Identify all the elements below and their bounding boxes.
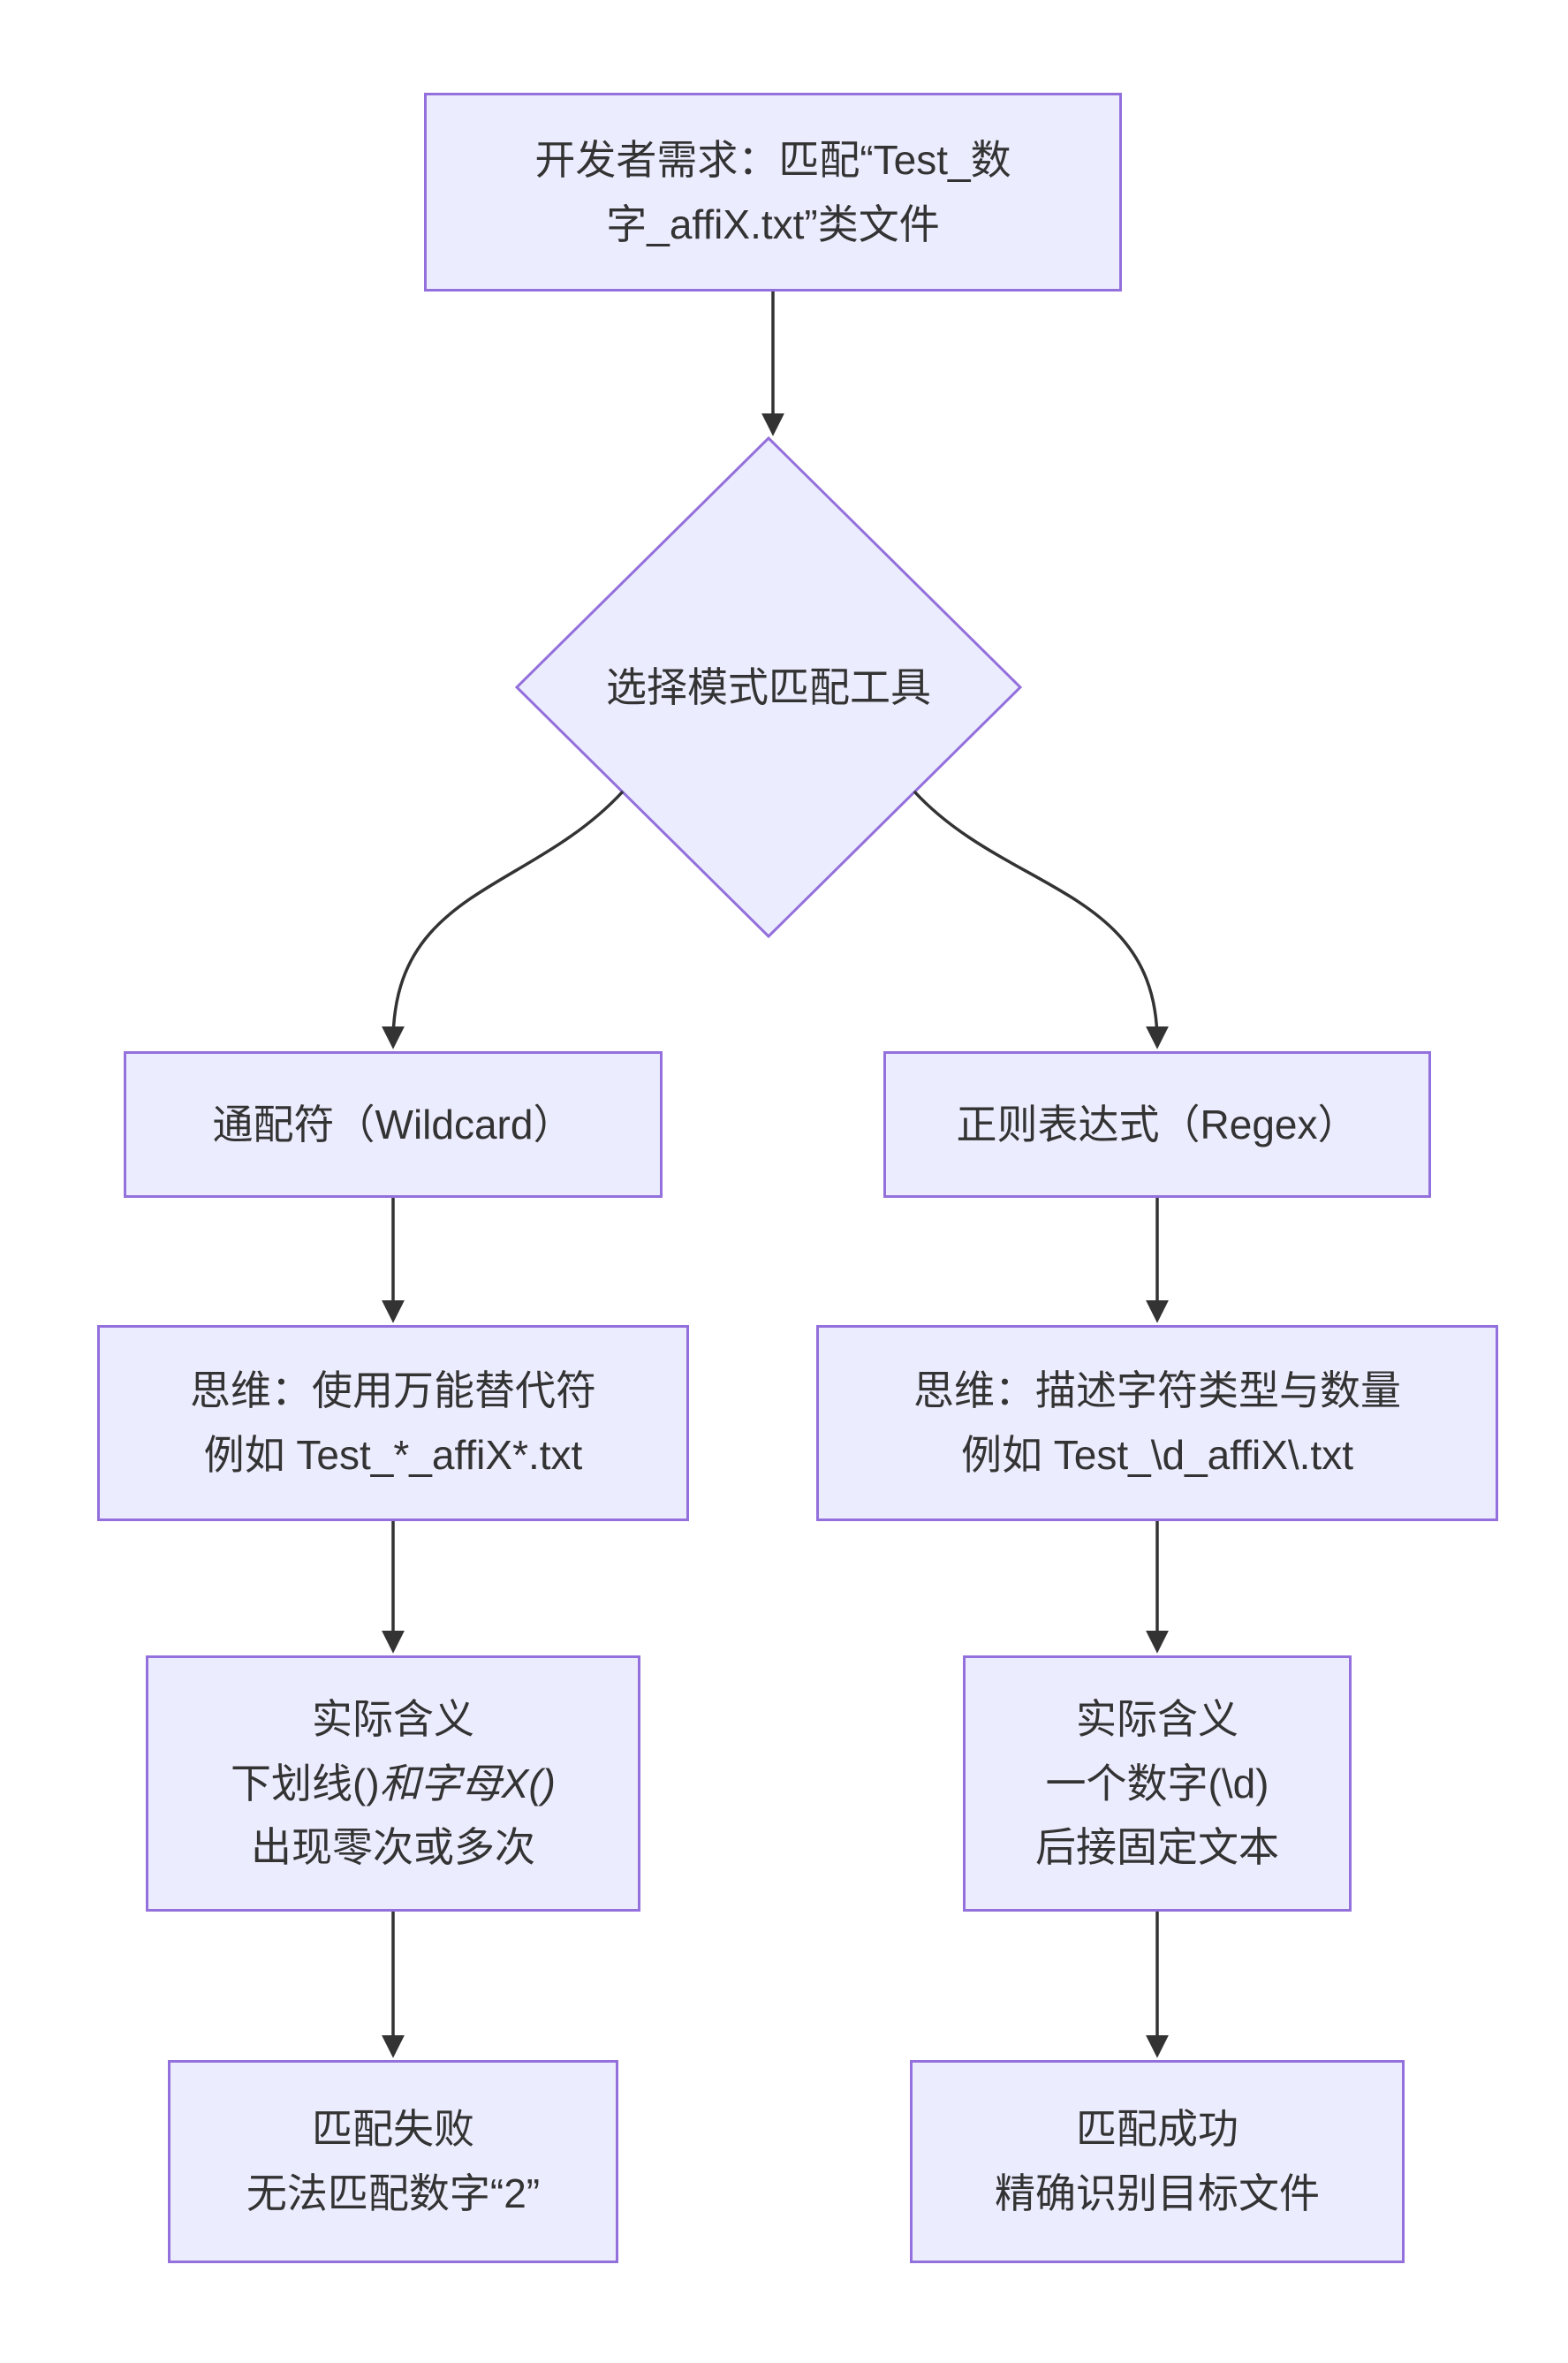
edge-decision-to-wildcard [382, 790, 625, 1049]
node-wildcard-think-line2: 例如 Test_*_affiX*.txt [203, 1432, 583, 1478]
node-regex-result-line2: 精确识别目标文件 [995, 2170, 1320, 2216]
node-regex-meaning: 实际含义 一个数字(\d) 后接固定文本 [963, 1655, 1352, 1912]
node-decision-label: 选择模式匹配工具 [606, 663, 931, 710]
node-wildcard-result-line2: 无法匹配数字“2” [246, 2170, 541, 2216]
node-wildcard-meaning-line2: 下划线()和字母X() [231, 1752, 556, 1816]
node-wildcard-meaning-line2-normal: 下划线() [231, 1760, 380, 1806]
node-wildcard-label: 通配符（Wildcard） [212, 1101, 574, 1147]
node-regex-result-line1: 匹配成功 [1076, 2106, 1238, 2153]
decision-diamond-shape [514, 435, 1023, 939]
node-wildcard-meaning-line3: 出现零次或多次 [251, 1824, 535, 1871]
node-regex-meaning-line3: 后接固定文本 [1035, 1824, 1279, 1871]
node-wildcard-meaning-line2-italic: 和字母X() [379, 1760, 556, 1806]
node-wildcard-meaning: 实际含义 下划线()和字母X() 出现零次或多次 [146, 1655, 640, 1912]
node-regex-think: 思维：描述字符类型与数量 例如 Test_\d_affiX\.txt [816, 1325, 1498, 1521]
node-decision: 选择模式匹配工具 [517, 438, 1020, 936]
node-regex-think-line1: 思维：描述字符类型与数量 [913, 1367, 1401, 1414]
node-wildcard-think: 思维：使用万能替代符 例如 Test_*_affiX*.txt [97, 1325, 689, 1521]
node-wildcard-think-line1: 思维：使用万能替代符 [190, 1367, 596, 1414]
node-regex-think-line2: 例如 Test_\d_affiX\.txt [960, 1432, 1353, 1478]
node-requirement: 开发者需求：匹配“Test_数 字_affiX.txt”类文件 [424, 93, 1122, 292]
node-requirement-line2: 字_affiX.txt”类文件 [606, 201, 940, 247]
node-wildcard-result: 匹配失败 无法匹配数字“2” [168, 2060, 618, 2263]
node-regex-meaning-line1: 实际含义 [1076, 1695, 1238, 1742]
node-wildcard-meaning-line1: 实际含义 [312, 1695, 474, 1742]
node-regex: 正则表达式（Regex） [883, 1051, 1431, 1198]
node-regex-result: 匹配成功 精确识别目标文件 [910, 2060, 1405, 2263]
node-wildcard-result-line1: 匹配失败 [312, 2106, 474, 2153]
node-regex-label: 正则表达式（Regex） [956, 1101, 1359, 1147]
node-wildcard: 通配符（Wildcard） [124, 1051, 663, 1198]
node-regex-meaning-line2: 一个数字(\d) [1045, 1760, 1269, 1806]
edge-decision-to-regex [913, 790, 1169, 1049]
node-requirement-line1: 开发者需求：匹配“Test_数 [534, 136, 1011, 183]
